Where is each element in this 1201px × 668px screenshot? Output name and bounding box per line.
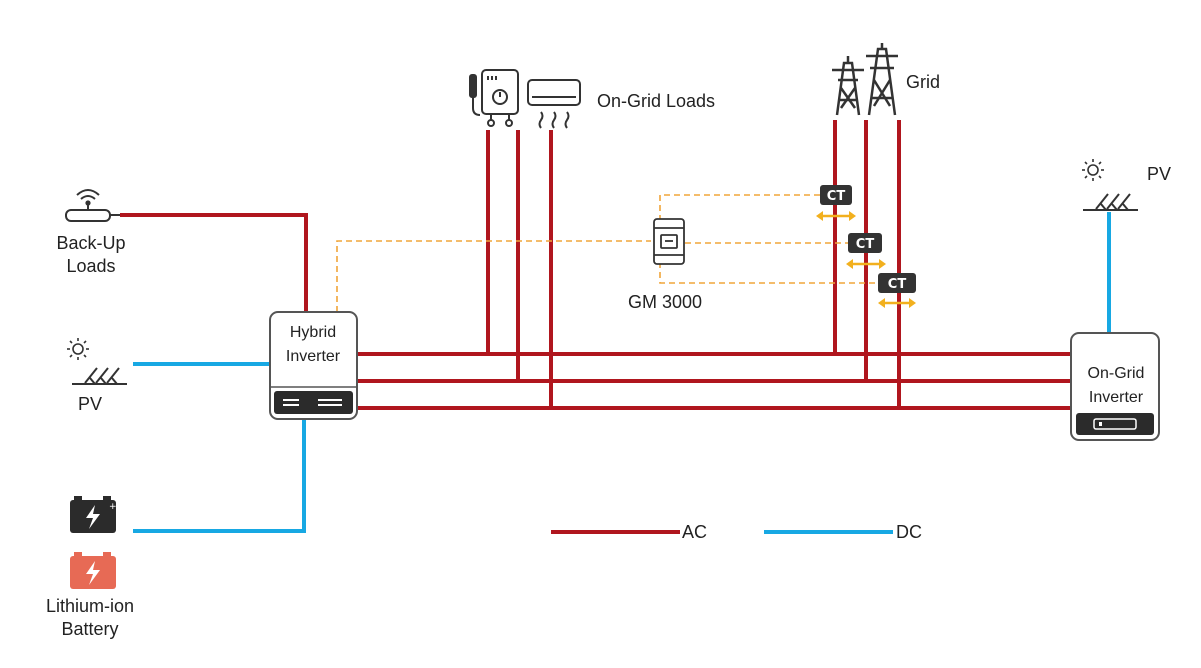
backup-loads-label-line1: Back-Up xyxy=(56,233,125,253)
ct-icon: CT xyxy=(816,185,856,221)
backup-loads: Back-Up Loads xyxy=(56,189,126,276)
water-heater-icon xyxy=(469,69,519,127)
air-conditioner-icon xyxy=(527,79,581,129)
meter-label: GM 3000 xyxy=(628,292,702,312)
pv-right-label: PV xyxy=(1147,164,1171,184)
battery-lithium: Lithium-ion Battery xyxy=(46,552,134,639)
smart-meter: GM 3000 xyxy=(628,218,702,312)
transmission-tower-icon xyxy=(832,43,898,116)
legend-dc: DC xyxy=(764,522,922,542)
ct-icon: CT xyxy=(846,233,886,269)
ct-label-1: CT xyxy=(827,189,846,204)
sun-icon xyxy=(1082,159,1104,181)
solar-panel-icon xyxy=(72,367,127,385)
grid-label: Grid xyxy=(906,72,940,92)
battery-dark: + xyxy=(70,496,117,533)
ongrid-loads-label: On-Grid Loads xyxy=(597,91,715,111)
ct-label-2: CT xyxy=(856,237,875,252)
battery-label-line2: Battery xyxy=(61,619,118,639)
comm-line-ct-1 xyxy=(659,194,822,221)
battery-icon: + xyxy=(70,496,117,533)
hybrid-inverter-label-line1: Hybrid xyxy=(290,324,336,341)
comm-line-hybrid-meter xyxy=(336,240,651,312)
pv-right: PV xyxy=(1082,159,1171,211)
hybrid-inverter-ports-icon xyxy=(274,391,353,414)
grid: Grid xyxy=(832,43,940,116)
ct-sensor-2: CT xyxy=(846,233,886,269)
ac-line-backup-loads xyxy=(120,213,308,312)
hybrid-inverter-label-line2: Inverter xyxy=(286,348,341,365)
ongrid-inverter-label-line2: Inverter xyxy=(1089,389,1144,406)
ongrid-loads: On-Grid Loads xyxy=(469,69,715,129)
ct-label-3: CT xyxy=(888,277,907,292)
pv-left-label: PV xyxy=(78,394,102,414)
legend-dc-label: DC xyxy=(896,522,922,542)
ongrid-inverter-label-line1: On-Grid xyxy=(1088,365,1145,382)
backup-loads-label-line2: Loads xyxy=(66,256,115,276)
ct-sensor-3: CT xyxy=(878,273,916,308)
pv-left: PV xyxy=(67,338,127,414)
legend: AC DC xyxy=(551,522,922,542)
ongrid-inverter-display-icon xyxy=(1076,413,1154,435)
ongrid-inverter[interactable]: On-Grid Inverter xyxy=(1070,332,1160,441)
legend-ac: AC xyxy=(551,522,707,542)
smart-meter-icon xyxy=(653,218,685,265)
hybrid-inverter[interactable]: Hybrid Inverter xyxy=(269,311,358,420)
comm-wiring xyxy=(336,194,878,312)
battery-label-line1: Lithium-ion xyxy=(46,596,134,616)
ac-wiring xyxy=(120,120,1072,410)
battery-icon xyxy=(70,552,116,589)
solar-panel-icon xyxy=(1083,193,1138,211)
comm-line-ct-3 xyxy=(659,262,878,284)
ct-icon: CT xyxy=(878,273,916,308)
svg-text:+: + xyxy=(109,502,117,512)
dc-wiring xyxy=(133,212,1111,533)
router-icon xyxy=(65,189,120,222)
ct-sensor-1: CT xyxy=(816,185,856,221)
legend-ac-label: AC xyxy=(682,522,707,542)
dc-line-battery xyxy=(133,420,306,533)
sun-icon xyxy=(67,338,89,360)
